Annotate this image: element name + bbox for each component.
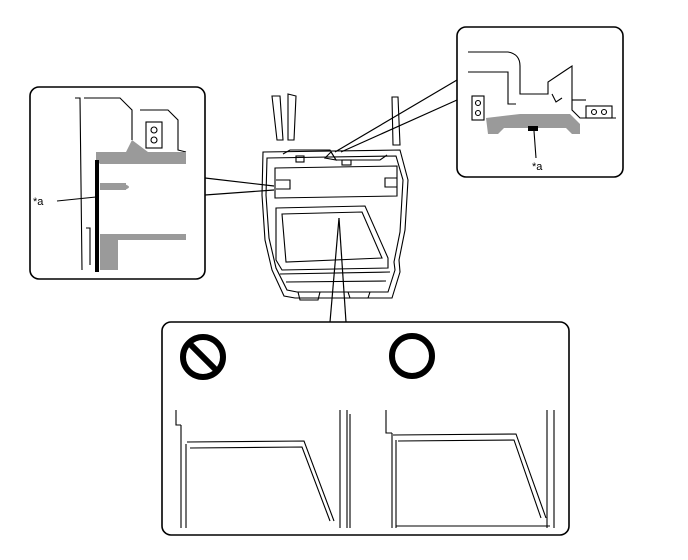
correct-example — [385, 410, 555, 528]
right-callout-label: *a — [532, 161, 543, 173]
left-callout-label: *a — [33, 196, 44, 208]
center-part-overview — [261, 93, 409, 301]
right-inset-frame — [456, 26, 624, 178]
left-callout-leader — [56, 196, 97, 202]
correct-circle-icon — [389, 333, 435, 379]
inset-leader-lines — [204, 79, 458, 323]
comparison-panel — [161, 321, 570, 536]
left-detail-inset: *a — [29, 86, 206, 280]
left-seal-strip — [95, 160, 99, 272]
comparison-frame — [161, 321, 570, 536]
prohibited-icon — [180, 334, 226, 380]
right-callout-leader — [533, 130, 537, 159]
right-seal-strip — [528, 126, 538, 131]
right-gray-wall — [486, 114, 580, 134]
right-detail-inset: *a — [456, 26, 624, 178]
incorrect-example — [175, 410, 351, 528]
